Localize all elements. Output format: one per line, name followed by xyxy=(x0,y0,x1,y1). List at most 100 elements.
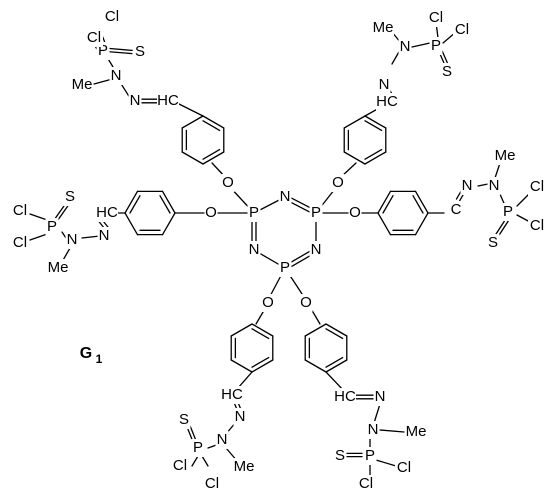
hydrazide-nitrogen-atom-bg xyxy=(109,67,123,85)
oxygen-atom: O xyxy=(222,174,234,191)
oxygen-atom-bg xyxy=(261,294,275,312)
chlorine-atom: Cl xyxy=(173,457,187,474)
methyl-group: Me xyxy=(234,458,255,475)
imine-nitrogen-atom-bg xyxy=(233,408,247,426)
thiophosphoryl-phosphorus-atom-bg xyxy=(191,439,205,457)
p-s-double-bond xyxy=(56,203,70,222)
methyl-group-bg xyxy=(233,458,255,476)
ring-nitrogen-atom-bg xyxy=(247,241,261,259)
benzene-ring-left-bond xyxy=(124,212,139,236)
benzene-ring-upper-right-inner-bond xyxy=(364,120,383,132)
thiophosphoryl-phosphorus-atom-bg xyxy=(429,37,443,55)
benzene-ring-upper-right-bond xyxy=(364,115,387,129)
chlorine-atom: Cl xyxy=(530,178,544,195)
n-n-bond xyxy=(477,183,489,187)
chlorine-atom-bg xyxy=(427,9,445,27)
methine-group-bg xyxy=(157,92,179,110)
oxygen-atom: O xyxy=(300,294,312,311)
thiophosphoryl-phosphorus-atom-bg xyxy=(501,203,515,221)
benzene-ring-lower-right-inner-bond xyxy=(325,356,344,368)
benzene-ring-upper-right-bond xyxy=(343,151,366,165)
benzene-ring-lower-right-inner-bond xyxy=(325,328,344,340)
ring-phosphorus-atom: P xyxy=(280,259,290,276)
hydrazide-nitrogen-atom: N xyxy=(67,231,78,248)
hydrazide-nitrogen-atom-bg xyxy=(215,431,229,449)
chlorine-atom: Cl xyxy=(429,9,443,26)
methine-group: HC xyxy=(376,93,398,110)
benzene-ring-upper-left-bond xyxy=(181,115,204,129)
benzene-ring-lower-left-inner-bond xyxy=(251,328,270,340)
thiophosphoryl-phosphorus-atom: P xyxy=(503,203,513,220)
ring-nitrogen-atom: N xyxy=(249,241,260,258)
thiophosphoryl-phosphorus-atom: P xyxy=(47,218,57,235)
sulfur-atom: S xyxy=(179,411,189,428)
chlorine-atom: Cl xyxy=(397,459,411,476)
benzene-ring-upper-right-bond xyxy=(343,115,366,129)
ring-phosphorus-atom: P xyxy=(249,204,259,221)
imine-nitrogen-atom: N xyxy=(462,177,473,194)
ring-nitrogen-atom: N xyxy=(311,241,322,258)
ring-phosphorus-atom-bg xyxy=(309,204,323,222)
imine-nitrogen-atom: N xyxy=(235,408,246,425)
hydrazide-nitrogen-atom-bg xyxy=(487,177,501,195)
chlorine-atom-bg xyxy=(11,202,29,220)
imine-nitrogen-atom-bg xyxy=(377,76,391,94)
sulfur-atom-bg xyxy=(333,447,347,465)
benzene-ring-right-bond xyxy=(377,190,392,214)
methine-group-bg xyxy=(221,386,243,404)
methyl-group: Me xyxy=(495,147,516,164)
sulfur-atom-bg xyxy=(133,43,147,61)
sulfur-atom-bg xyxy=(63,188,77,206)
benzene-ring-left-bond xyxy=(124,190,139,214)
imine-nitrogen-atom: N xyxy=(375,388,386,405)
imine-nitrogen-atom-bg xyxy=(97,227,111,245)
p-s-double-bond xyxy=(107,50,133,55)
benzene-ring-left-inner-bond xyxy=(129,195,141,214)
methyl-group-bg xyxy=(405,423,427,441)
chlorine-atom: Cl xyxy=(105,8,119,25)
sulfur-atom-bg xyxy=(440,63,454,81)
methine-group: C xyxy=(451,201,462,218)
imine-nitrogen-atom-bg xyxy=(373,388,387,406)
chlorine-atom: Cl xyxy=(87,29,101,46)
p-cl-bond xyxy=(375,459,397,467)
thiophosphoryl-phosphorus-atom: P xyxy=(365,447,375,464)
ring-phosphorus-atom-bg xyxy=(247,204,261,222)
thiophosphoryl-phosphorus-atom-bg xyxy=(45,218,59,236)
benzene-ring-upper-left-inner-bond xyxy=(202,148,221,160)
benzene-ring-lower-right-bond xyxy=(304,359,327,373)
sulfur-atom: S xyxy=(442,63,452,80)
chlorine-atom: Cl xyxy=(13,202,27,219)
p-cl-bond xyxy=(516,192,531,207)
ring-phosphorus-atom-bg xyxy=(278,259,292,277)
p-cl-bond xyxy=(191,455,199,467)
methine-group: HC xyxy=(96,204,118,221)
hydrazide-nitrogen-atom: N xyxy=(400,38,411,55)
imine-nitrogen-atom: N xyxy=(130,92,141,109)
methyl-group: Me xyxy=(406,423,427,440)
methyl-group: Me xyxy=(72,76,93,93)
p-s-double-bond xyxy=(107,47,133,52)
benzene-ring-upper-right-bond xyxy=(364,151,387,165)
benzene-ring-upper-left-bond xyxy=(181,151,204,165)
hydrazide-nitrogen-atom: N xyxy=(217,431,228,448)
chlorine-atom: Cl xyxy=(359,475,373,492)
hydrazide-nitrogen-atom-bg xyxy=(366,421,380,439)
sulfur-atom: S xyxy=(488,234,498,251)
chlorine-atom-bg xyxy=(11,234,29,252)
oxygen-atom-bg xyxy=(221,174,235,192)
chlorine-atom-bg xyxy=(453,21,471,39)
compound-label: G xyxy=(80,345,92,362)
n-n-bond xyxy=(373,403,381,424)
hydrazide-nitrogen-atom: N xyxy=(489,177,500,194)
benzene-ring-left-inner-bond xyxy=(159,195,171,214)
compound-label-subscript: 1 xyxy=(96,352,103,366)
methyl-group: Me xyxy=(48,259,69,276)
chlorine-atom-bg xyxy=(395,459,413,477)
imine-nitrogen-atom: N xyxy=(379,76,390,93)
chlorine-atom: Cl xyxy=(530,217,544,234)
benzene-ring-upper-right-inner-bond xyxy=(364,148,383,160)
imine-nitrogen-atom-bg xyxy=(460,177,474,195)
methine-group-bg xyxy=(96,204,118,222)
